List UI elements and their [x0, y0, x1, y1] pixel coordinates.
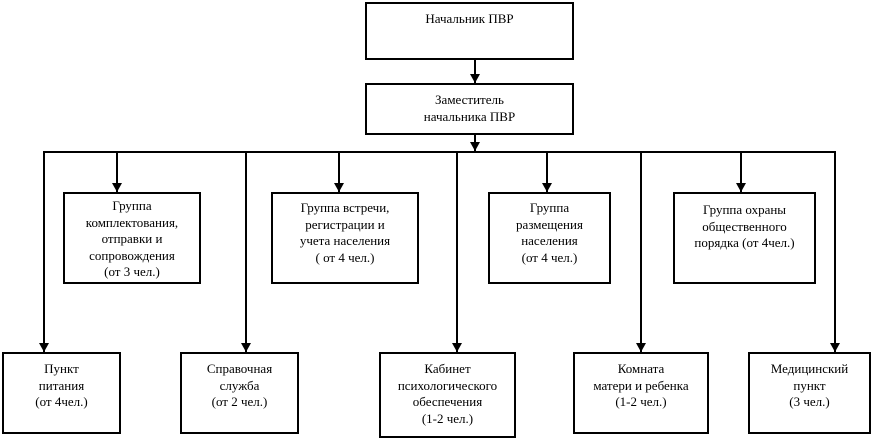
connector-bus [43, 151, 836, 153]
connector-bus-group-staffing [116, 151, 118, 192]
connector-chief-deputy [474, 60, 476, 83]
connector-bus-mother-child-room [640, 151, 642, 352]
connector-bus-group-accommodation [546, 151, 548, 192]
connector-bus-psych-office [456, 151, 458, 352]
node-group-accommodation: Группа размещения населения (от 4 чел.) [488, 192, 611, 284]
node-group-reception: Группа встречи, регистрации и учета насе… [271, 192, 419, 284]
node-info-desk: Справочная служба (от 2 чел.) [180, 352, 299, 434]
node-chief: Начальник ПВР [365, 2, 574, 60]
node-group-public-order: Группа охраны общественного порядка (от … [673, 192, 816, 284]
node-psych-support-office: Кабинет психологического обеспечения (1-… [379, 352, 516, 438]
connector-bus-group-reception [338, 151, 340, 192]
connector-bus-info-desk [245, 151, 247, 352]
connector-deputy-bus [474, 135, 476, 151]
connector-bus-group-public-order [740, 151, 742, 192]
node-deputy: Заместитель начальника ПВР [365, 83, 574, 135]
connector-bus-medical-station [834, 151, 836, 352]
node-group-staffing: Группа комплектования, отправки и сопров… [63, 192, 201, 284]
node-food-station: Пункт питания (от 4чел.) [2, 352, 121, 434]
node-mother-child-room: Комната матери и ребенка (1-2 чел.) [573, 352, 709, 434]
node-medical-station: Медицинский пункт (3 чел.) [748, 352, 871, 434]
connector-bus-food-station [43, 151, 45, 352]
